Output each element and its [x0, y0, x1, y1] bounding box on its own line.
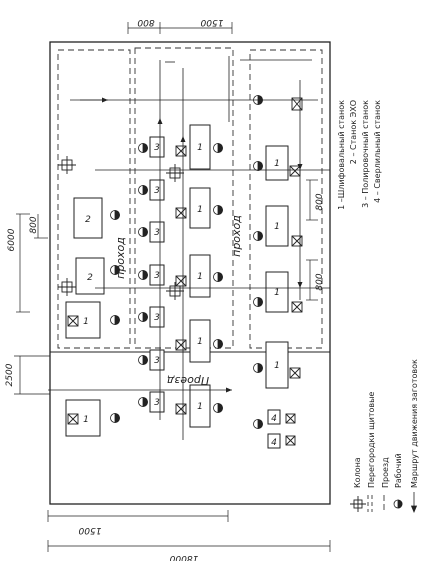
dim-18000: 18000	[169, 553, 198, 561]
machine-mid-3-f: 3	[149, 349, 165, 371]
legend-column: Колона	[353, 457, 362, 488]
machine-left-1-b: 1	[65, 399, 101, 437]
svg-text:1: 1	[274, 361, 280, 371]
svg-text:1: 1	[197, 143, 203, 153]
legend-item-3: 3 – Полировочный станок	[361, 100, 370, 208]
machine-left-2-lower: 2	[75, 257, 105, 295]
dim-800-left: 800	[29, 216, 39, 233]
svg-text:4: 4	[271, 414, 277, 424]
legend-item-1: 1 –Шлифовальный станок	[337, 100, 346, 210]
machine-mid-3-b: 3	[149, 179, 165, 201]
svg-text:1: 1	[197, 205, 203, 215]
machine-mid-3-e: 3	[149, 306, 165, 328]
machine-mid-3-a: 3	[149, 136, 165, 158]
machine-mid-3-d: 3	[149, 264, 165, 286]
svg-text:3: 3	[154, 398, 160, 408]
svg-text:1: 1	[83, 317, 89, 327]
machine-mid-3-c: 3	[149, 221, 165, 243]
legend-route: Маршрут движения заготовок	[410, 359, 419, 488]
svg-text:1: 1	[274, 159, 280, 169]
machine-right-1-d: 1	[265, 341, 289, 389]
legend-item-4: 4 – Сверлильный станок	[373, 100, 382, 203]
svg-text:3: 3	[154, 228, 160, 238]
passage-bottom-label: Проезд	[167, 374, 209, 387]
machine-right-1-a: 1	[265, 145, 289, 181]
svg-text:4: 4	[271, 438, 277, 448]
building-outline	[49, 41, 331, 505]
svg-text:1: 1	[197, 402, 203, 412]
svg-text:1: 1	[274, 288, 280, 298]
machine-legend: 1 –Шлифовальный станок 2 – Станок ЭХО 3 …	[337, 100, 382, 210]
svg-text:1: 1	[197, 272, 203, 282]
route-legend-icon	[410, 492, 418, 514]
machine-left-2-upper: 2	[73, 197, 103, 239]
machine-right-1-b: 1	[265, 205, 289, 247]
control-boxes	[67, 97, 303, 446]
column-legend-icon	[350, 496, 366, 512]
machine-right-1-c: 1	[265, 271, 289, 313]
machine-mid-3-g: 3	[149, 391, 165, 413]
machine-mid-1-a: 1	[189, 124, 211, 170]
machine-right-4-a: 4	[267, 409, 281, 425]
svg-text:3: 3	[154, 186, 160, 196]
dim-1500-top: 1500	[200, 17, 223, 27]
worker-symbols	[110, 95, 263, 429]
zone-left	[57, 49, 131, 349]
machine-mid-1-e: 1	[189, 384, 211, 428]
legend-worker: Рабочий	[394, 453, 403, 488]
zone-middle	[134, 47, 234, 349]
column-symbols	[58, 156, 184, 300]
svg-text:1: 1	[274, 222, 280, 232]
machine-mid-1-c: 1	[189, 254, 211, 298]
route-arrowheads	[102, 97, 303, 393]
passage-right-label: проход	[230, 215, 243, 257]
dim-6000: 6000	[7, 228, 17, 251]
svg-text:3: 3	[154, 313, 160, 323]
machine-mid-1-d: 1	[189, 319, 211, 363]
svg-text:1: 1	[197, 337, 203, 347]
dim-1500-bottom: 1500	[78, 525, 101, 535]
dim-2500: 2500	[5, 363, 15, 386]
svg-text:3: 3	[154, 356, 160, 366]
legend-partitions: Перегородки щитовые	[367, 392, 376, 488]
dim-800-right-b: 800	[315, 273, 325, 290]
partition-legend-icon	[367, 495, 373, 512]
svg-text:1: 1	[83, 415, 89, 425]
symbol-legend: Колона Перегородки щитовые Проезд Рабочи…	[350, 359, 419, 514]
legend-passage: Проезд	[381, 457, 390, 488]
legend-item-2: 2 – Станок ЭХО	[349, 100, 358, 164]
svg-text:3: 3	[154, 143, 160, 153]
machine-right-4-b: 4	[267, 433, 281, 449]
dim-800-right-a: 800	[315, 193, 325, 210]
svg-text:2: 2	[87, 273, 93, 283]
dimension-lines	[14, 22, 331, 552]
machine-mid-1-b: 1	[189, 187, 211, 229]
svg-text:3: 3	[154, 271, 160, 281]
svg-text:2: 2	[85, 215, 91, 225]
dim-800-top: 800	[137, 17, 154, 27]
worker-legend-icon	[393, 499, 403, 509]
